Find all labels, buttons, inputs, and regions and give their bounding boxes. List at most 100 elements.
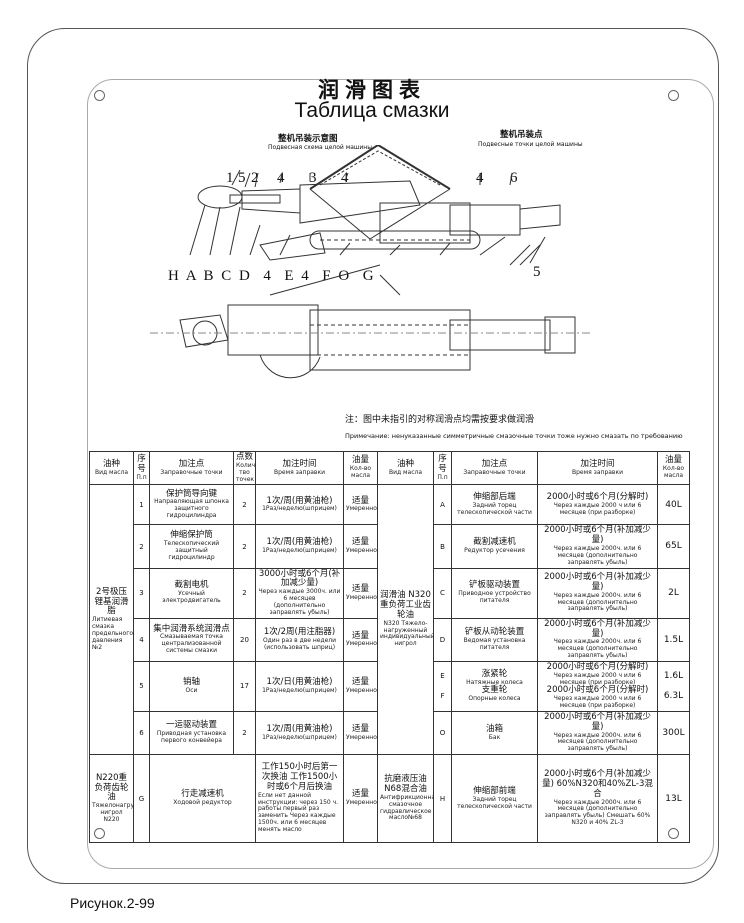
left-count: 20 xyxy=(233,617,256,662)
right-qty: 2L xyxy=(657,567,690,619)
left-time: 1次/2周(用注脂器)Один раз в две недели (исполь… xyxy=(255,617,344,662)
left-seq: 5 xyxy=(133,660,150,713)
mount-hole-top-right xyxy=(668,90,679,101)
inner-frame xyxy=(87,79,714,869)
left-seq: 3 xyxy=(133,567,150,619)
right-seq: A xyxy=(433,484,452,526)
left-count: 2 xyxy=(233,567,256,619)
mount-hole-top-left xyxy=(94,90,105,101)
hang-whole-label-cn: 整机吊装示意图 xyxy=(278,134,338,144)
right-time: 2000小时或6个月(补加减少量)Через каждые 2000ч. или… xyxy=(537,567,658,619)
callout-1: 1 xyxy=(226,170,234,186)
figure-caption: Рисунок.2-99 xyxy=(70,895,155,911)
right-qty: 1.5L xyxy=(657,617,690,662)
left-bottom-seq: G xyxy=(133,754,150,844)
callout-2: 2 xyxy=(251,170,259,186)
title-chinese: 润滑图表 xyxy=(318,77,426,102)
callout-5-right: 5 xyxy=(533,264,541,280)
callout-3: 3 xyxy=(309,170,317,186)
left-seq: 4 xyxy=(133,617,150,662)
left-count: 17 xyxy=(233,660,256,713)
callout-6: 6 xyxy=(510,170,518,186)
hang-points-label-cn: 整机吊装点 xyxy=(500,130,543,140)
left-time: 1次/日(用黄油枪)1Раз/неделю(шприцем) xyxy=(255,660,344,713)
left-time: 1次/周(用黄油枪)1Раз/неделю(шприцем) xyxy=(255,484,344,526)
right-qty: 40L xyxy=(657,484,690,526)
left-count: 2 xyxy=(233,711,256,756)
callout-5: 5 xyxy=(238,170,246,186)
right-time: 2000小时或6个月(补加减少量)Через каждые 2000ч. или… xyxy=(537,617,658,662)
right-seq: C xyxy=(433,567,452,619)
left-count: 2 xyxy=(233,524,256,569)
left-time: 3000小时或6个月(补加减少量)Через каждые 3000ч. или… xyxy=(255,567,344,619)
right-qty: 65L xyxy=(657,524,690,569)
left-time: 1次/周(用黄油枪)1Раз/неделю(шприцем) xyxy=(255,711,344,756)
table-row: N220重负荷齿轮油Тяжелонагруженный нигрол N220 … xyxy=(89,754,690,844)
right-seq: B xyxy=(433,524,452,569)
callout-4b: 4 xyxy=(341,170,349,186)
right-time: 2000小时或6个月(补加减少量)Через каждые 2000ч. или… xyxy=(537,711,658,756)
hang-points-label-ru: Подвесные точки целой машины xyxy=(478,141,583,148)
right-qty: 300L xyxy=(657,711,690,756)
title-russian: Таблица смазки xyxy=(294,99,450,122)
right-bottom-qty: 13L xyxy=(657,754,690,844)
note-russian: Примечание: ненуказанные симметричные см… xyxy=(345,432,683,440)
hang-whole-label-ru: Подвесная схема целой машины xyxy=(268,144,372,151)
right-seq: D xyxy=(433,617,452,662)
left-seq: 2 xyxy=(133,524,150,569)
right-time: 2000小时或6个月(分解时)Через каждые 2000 ч или 6… xyxy=(537,484,658,526)
bottom-callout-letters: H A B C D 4 E 4 F O G xyxy=(168,268,376,284)
header-count: 点数Количес тво точек xyxy=(233,450,256,486)
right-time-stack: 2000小时或6个月(分解时)Через каждые 2000 ч или 6… xyxy=(537,660,658,713)
left-bottom-oil: N220重负荷齿轮油Тяжелонагруженный нигрол N220 xyxy=(89,754,134,844)
left-seq: 6 xyxy=(133,711,150,756)
left-time: 1次/周(用黄油枪)1Раз/неделю(шприцем) xyxy=(255,524,344,569)
right-bottom-seq: H xyxy=(433,754,452,844)
right-time: 2000小时或6个月(补加减少量)Через каждые 2000ч. или… xyxy=(537,524,658,569)
left-seq: 1 xyxy=(133,484,150,526)
left-count: 2 xyxy=(233,484,256,526)
right-seq: O xyxy=(433,711,452,756)
